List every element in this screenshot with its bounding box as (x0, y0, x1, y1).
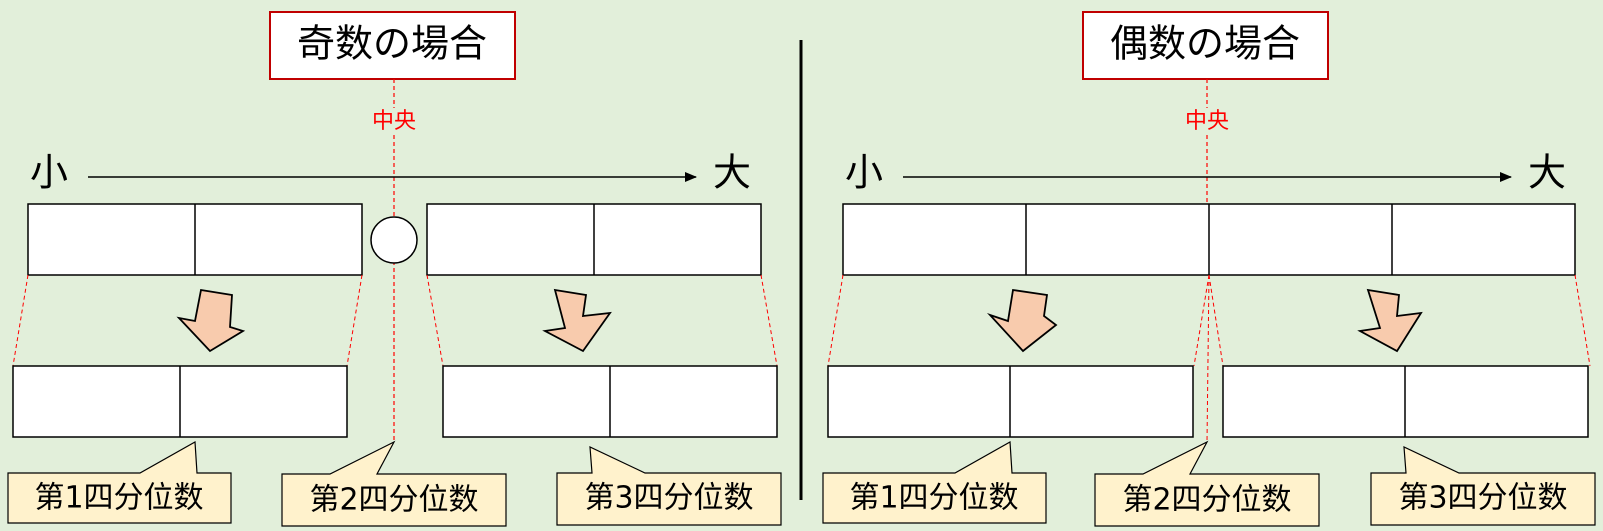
odd-title-box (269, 11, 516, 80)
odd-axis-small-label: 小 (30, 151, 68, 195)
odd-right-down-arrow (542, 288, 612, 353)
even-axis-large-label: 大 (1528, 151, 1566, 195)
even-callout-q1 (822, 441, 1047, 524)
odd-axis-large-label: 大 (713, 151, 751, 195)
even-callout-q3 (1370, 446, 1596, 526)
odd-callout-q3 (556, 446, 782, 526)
odd-center-label: 中央 (372, 109, 416, 134)
even-callout-q2 (1094, 440, 1320, 527)
even-title-box (1082, 11, 1329, 80)
even-title: 偶数の場合 (1110, 22, 1300, 66)
odd-median-circle (370, 216, 418, 264)
odd-callout-q2-label: 第2四分位数 (309, 483, 478, 518)
odd-callout-q1 (7, 441, 232, 524)
even-left-down-arrow (986, 288, 1058, 353)
even-center-label: 中央 (1185, 109, 1229, 134)
even-panel: 偶数の場合 中央 小 大 第1四分位数 第2四分位数 (822, 11, 1596, 527)
even-callout-q2-label: 第2四分位数 (1122, 483, 1291, 518)
odd-left-down-arrow (176, 288, 246, 353)
even-right-down-arrow (1357, 288, 1423, 353)
odd-callout-q1-label: 第1四分位数 (34, 481, 203, 516)
odd-title: 奇数の場合 (297, 22, 487, 66)
even-callout-q3-label: 第3四分位数 (1398, 481, 1567, 516)
even-callout-q1-label: 第1四分位数 (849, 481, 1018, 516)
odd-callout-q2 (281, 440, 507, 527)
even-axis-small-label: 小 (845, 151, 883, 195)
odd-panel: 奇数の場合 中央 小 大 第1四分位数 第2四分位数 (7, 11, 782, 527)
odd-callout-q3-label: 第3四分位数 (584, 481, 753, 516)
